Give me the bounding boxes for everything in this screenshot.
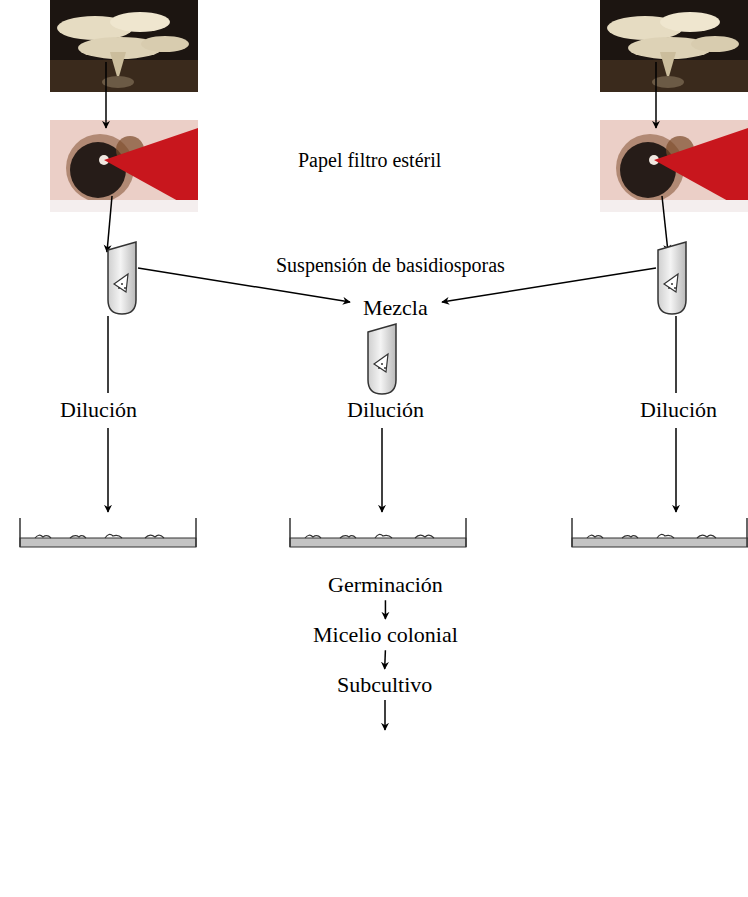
mushroom-photo	[50, 0, 198, 92]
step-label: Dilución	[640, 397, 717, 422]
petri-plate	[290, 518, 466, 547]
flow-arrow	[107, 316, 109, 393]
test-tube	[114, 274, 128, 292]
petri-plate	[572, 518, 748, 547]
flow-arrow	[675, 428, 677, 512]
flow-arrow	[381, 428, 383, 512]
spore-print-photo	[50, 200, 198, 212]
test-tube	[674, 287, 676, 289]
flow-arrow	[107, 428, 109, 512]
mushroom-photo	[50, 60, 198, 92]
caption-label: Suspensión de basidiosporas	[273, 253, 508, 278]
mushroom-photo	[141, 36, 189, 52]
petri-plate	[20, 518, 196, 547]
test-tube	[108, 242, 136, 314]
spore-print-photo	[654, 128, 748, 212]
test-tube	[658, 242, 686, 314]
mushroom-photo	[102, 76, 134, 88]
test-tube	[664, 274, 678, 292]
flow-arrow	[384, 650, 386, 669]
test-tube	[374, 354, 388, 372]
step-text: Micelio colonial	[310, 621, 461, 648]
petri-plate	[35, 534, 164, 538]
step-label: Dilución	[60, 397, 137, 422]
mushroom-photo	[110, 52, 126, 80]
mushroom-photo	[600, 60, 748, 92]
step-text: Dilución	[344, 396, 427, 423]
petri-plate	[305, 534, 434, 538]
petri-plate	[746, 518, 748, 547]
spore-print-photo	[104, 128, 198, 212]
spore-print-photo	[600, 200, 748, 212]
mushroom-photo	[691, 36, 739, 52]
test-tube	[381, 363, 383, 365]
petri-plate	[195, 518, 197, 547]
step-text: Subcultivo	[334, 671, 435, 698]
spore-print-photo	[50, 120, 198, 212]
label-text: Suspensión de basidiosporas	[276, 254, 505, 277]
mushroom-photo	[652, 76, 684, 88]
flow-arrow	[384, 700, 386, 730]
caption-label: Papel filtro estéril	[295, 148, 444, 173]
test-tube	[384, 367, 386, 369]
flow-arrow	[675, 316, 677, 393]
petri-plate	[572, 538, 748, 547]
step-label: Micelio colonial	[313, 622, 458, 647]
petri-plate	[465, 518, 467, 547]
test-tube	[368, 324, 396, 394]
mushroom-photo	[110, 12, 170, 32]
petri-plate	[19, 518, 21, 547]
step-label: Subcultivo	[337, 672, 432, 697]
step-label: Mezcla	[363, 295, 428, 320]
step-text: Mezcla	[360, 294, 431, 321]
mushroom-photo	[600, 0, 748, 92]
test-tube	[368, 324, 396, 394]
test-tube	[378, 367, 380, 369]
petri-plate	[290, 538, 466, 547]
petri-plate	[571, 518, 573, 547]
test-tube	[668, 287, 670, 289]
label-text: Papel filtro estéril	[298, 149, 441, 172]
test-tube	[671, 283, 673, 285]
step-label: Germinación	[328, 572, 443, 597]
petri-plate	[20, 538, 196, 547]
test-tube	[118, 287, 120, 289]
flow-arrow	[108, 316, 676, 730]
test-tube	[658, 242, 686, 314]
flow-arrow	[106, 62, 668, 252]
step-label: Dilución	[347, 397, 424, 422]
step-text: Dilución	[57, 396, 140, 423]
spore-print-photo	[600, 120, 748, 212]
mushroom-photo	[660, 52, 676, 80]
test-tube	[121, 283, 123, 285]
mushroom-photo	[50, 0, 198, 92]
petri-plate	[587, 534, 716, 538]
petri-plate	[289, 518, 291, 547]
flow-arrow	[105, 62, 107, 128]
step-text: Germinación	[325, 571, 446, 598]
flow-arrow	[655, 62, 657, 128]
test-tube	[124, 287, 126, 289]
spore-print-photo	[50, 120, 198, 212]
spore-print-photo	[600, 120, 748, 212]
step-text: Dilución	[637, 396, 720, 423]
flow-arrow	[662, 196, 668, 252]
test-tube	[108, 242, 136, 314]
flow-arrow	[107, 196, 112, 252]
mushroom-photo	[660, 12, 720, 32]
flow-arrow	[385, 600, 387, 619]
mushroom-photo	[600, 0, 748, 92]
